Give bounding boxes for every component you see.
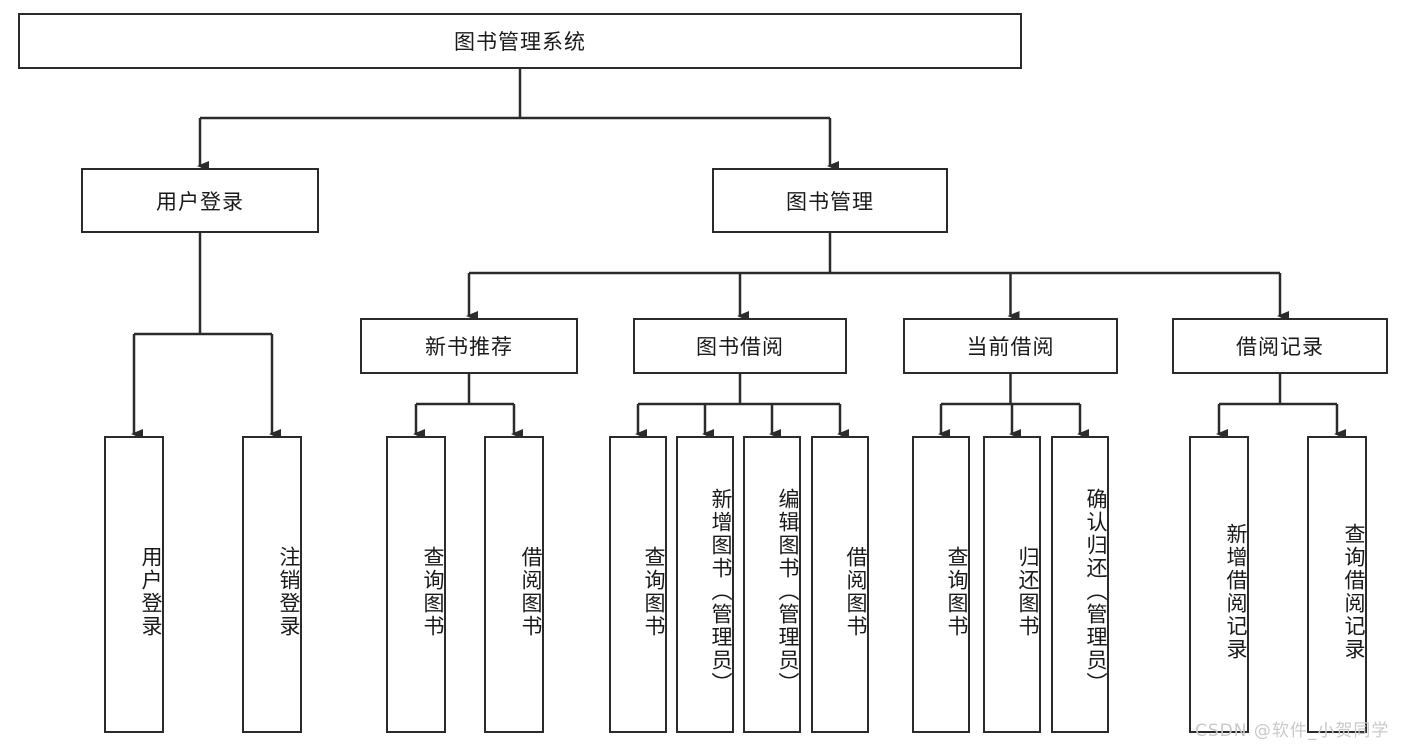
node-newbook[interactable]: 新书推荐	[360, 318, 578, 374]
node-l-login[interactable]: 用户登录	[104, 436, 164, 733]
node-l-bo-query[interactable]: 查询图书	[609, 436, 667, 733]
node-l-cu-return[interactable]: 归还图书	[983, 436, 1041, 733]
node-label: 图书借阅	[696, 335, 784, 359]
node-label: 确认归还（管理员）	[1084, 488, 1108, 695]
node-label: 借阅记录	[1236, 335, 1324, 359]
node-l-re-query[interactable]: 查询借阅记录	[1307, 436, 1367, 733]
node-l-bo-add[interactable]: 新增图书（管理员）	[676, 436, 734, 733]
node-label: 当前借阅	[966, 335, 1055, 359]
node-label: 查询图书	[421, 545, 445, 638]
node-label: 借阅图书	[844, 545, 868, 638]
node-root[interactable]: 图书管理系统	[18, 13, 1022, 69]
node-l-bo-edit[interactable]: 编辑图书（管理员）	[743, 436, 801, 733]
node-label: 新增图书（管理员）	[709, 488, 733, 695]
edge-group	[131, 69, 1346, 439]
node-label: 用户登录	[156, 189, 244, 214]
node-label: 注销登录	[277, 545, 301, 638]
node-label: 图书管理系统	[454, 30, 586, 54]
node-label: 查询借阅记录	[1342, 522, 1366, 661]
node-label: 新书推荐	[425, 335, 513, 359]
node-l-cu-conf[interactable]: 确认归还（管理员）	[1051, 436, 1109, 733]
node-borrow[interactable]: 图书借阅	[633, 318, 847, 374]
watermark: CSDN @软件_小贺同学	[1195, 721, 1390, 741]
node-records[interactable]: 借阅记录	[1172, 318, 1388, 374]
node-label: 新增借阅记录	[1224, 522, 1248, 661]
node-l-bo-lend[interactable]: 借阅图书	[811, 436, 869, 733]
node-l-cu-query[interactable]: 查询图书	[912, 436, 970, 733]
node-label: 编辑图书（管理员）	[776, 488, 800, 695]
node-label: 借阅图书	[519, 545, 543, 638]
node-l-re-add[interactable]: 新增借阅记录	[1189, 436, 1249, 733]
node-bookmgmt[interactable]: 图书管理	[712, 168, 948, 233]
node-label: 查询图书	[945, 545, 969, 638]
node-label: 查询图书	[642, 545, 666, 638]
node-l-nb-query[interactable]: 查询图书	[386, 436, 446, 733]
node-l-logout[interactable]: 注销登录	[242, 436, 302, 733]
node-l-nb-borrow[interactable]: 借阅图书	[484, 436, 544, 733]
node-current[interactable]: 当前借阅	[903, 318, 1118, 374]
node-label: 用户登录	[139, 545, 163, 638]
node-label: 图书管理	[786, 189, 874, 214]
node-login[interactable]: 用户登录	[81, 168, 319, 233]
node-label: 归还图书	[1016, 545, 1040, 638]
